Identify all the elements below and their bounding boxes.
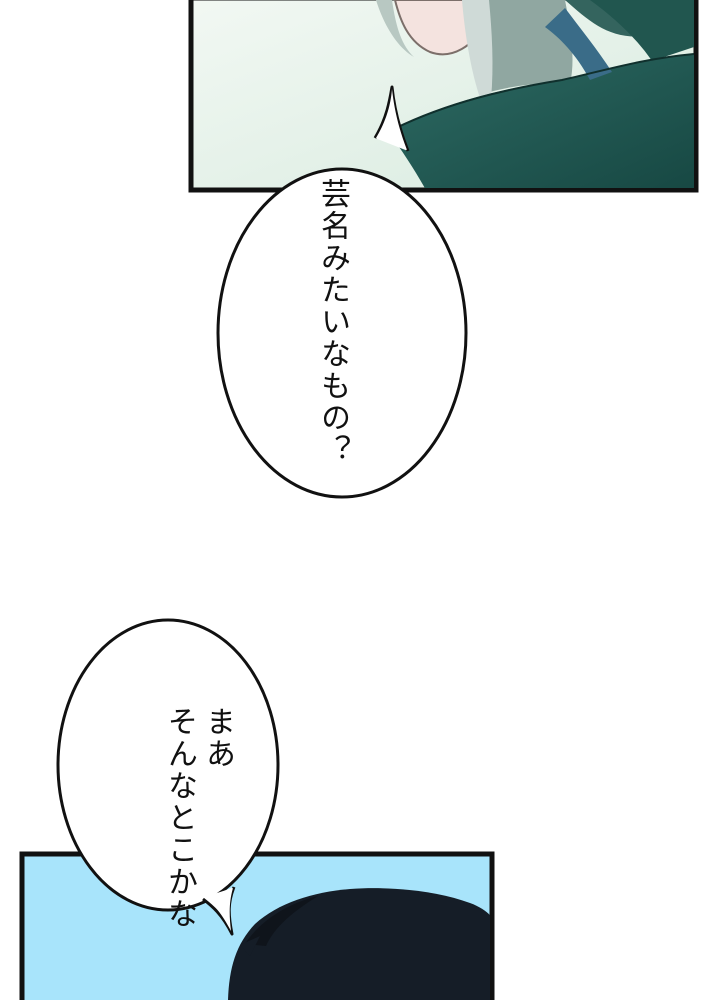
speech-bubble-2-text: まあ そんなとこかな: [122, 660, 274, 930]
speech-bubble-1: [216, 85, 468, 499]
speech-bubble-2: [56, 618, 280, 936]
top-panel: [188, 0, 699, 193]
speech-bubble-2-line-2: そんなとこかな: [162, 706, 197, 931]
speech-bubble-2-line-1: まあ: [200, 706, 235, 771]
speech-bubble-1-text: 芸名みたいなもの？: [315, 178, 350, 466]
